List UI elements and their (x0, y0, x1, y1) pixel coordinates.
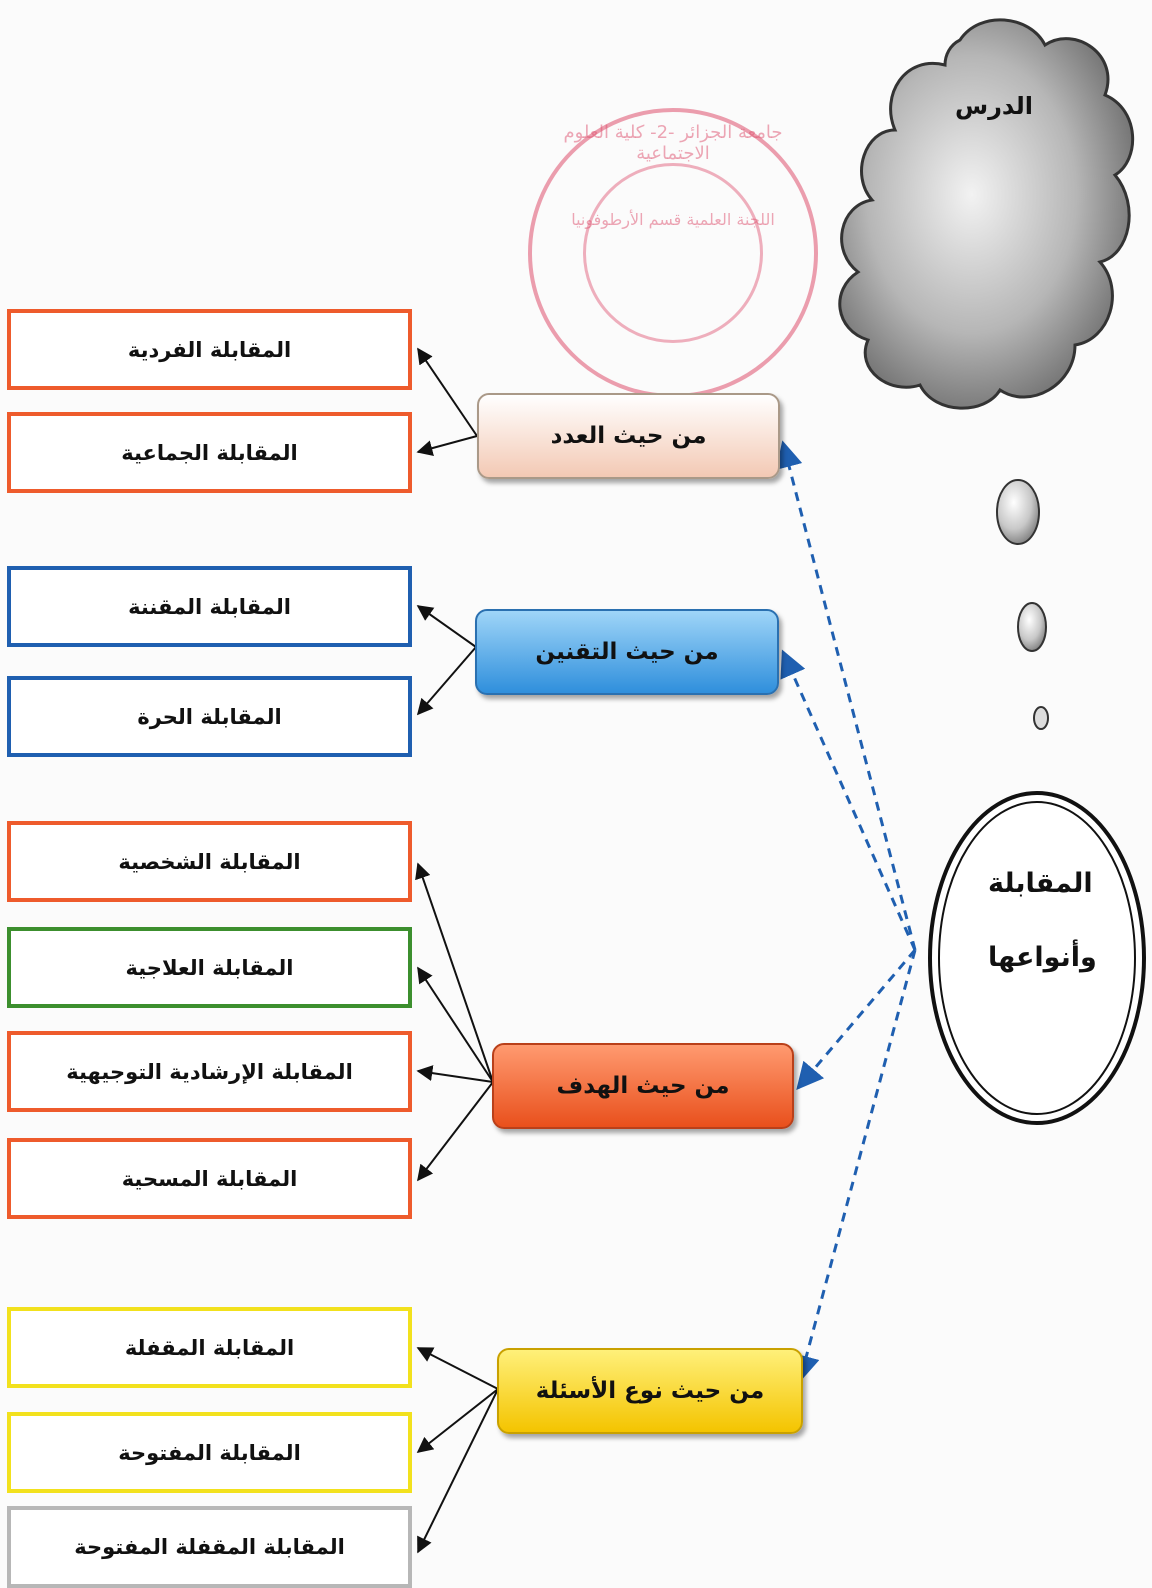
type-individual: المقابلة الفردية (7, 309, 412, 390)
thought-bubble-small (1033, 706, 1049, 730)
type-survey: المقابلة المسحية (7, 1138, 412, 1219)
center-ellipse (928, 791, 1146, 1125)
stamp-inner-ring (583, 163, 763, 343)
category-technique: من حيث التقنين (475, 609, 779, 695)
center-title-line2: وأنواعها (988, 942, 1097, 973)
stamp-outer-text: جامعة الجزائر -2- كلية العلوم الاجتماعية (563, 122, 783, 164)
type-therapeutic: المقابلة العلاجية (7, 927, 412, 1008)
type-group: المقابلة الجماعية (7, 412, 412, 493)
stamp-inner-text: اللجنة العلمية قسم الأرطوفونيا (571, 210, 775, 229)
type-free: المقابلة الحرة (7, 676, 412, 757)
type-closed-open: المقابلة المقفلة المفتوحة (7, 1506, 412, 1588)
thought-bubble-large (996, 479, 1040, 545)
type-open: المقابلة المفتوحة (7, 1412, 412, 1493)
dashed-arrows (776, 440, 917, 1383)
lesson-label: الدرس (955, 92, 1034, 120)
category-number: من حيث العدد (477, 393, 780, 479)
solid-arrows (415, 347, 499, 1554)
thought-bubble-medium (1017, 602, 1047, 652)
category-purpose: من حيث الهدف (492, 1043, 794, 1129)
type-counseling: المقابلة الإرشادية التوجيهية (7, 1031, 412, 1112)
type-structured: المقابلة المقننة (7, 566, 412, 647)
category-questions: من حيث نوع الأسئلة (497, 1348, 803, 1434)
type-closed: المقابلة المقفلة (7, 1307, 412, 1388)
type-personal: المقابلة الشخصية (7, 821, 412, 902)
center-title-line1: المقابلة (988, 868, 1093, 899)
thought-cloud (838, 18, 1135, 410)
